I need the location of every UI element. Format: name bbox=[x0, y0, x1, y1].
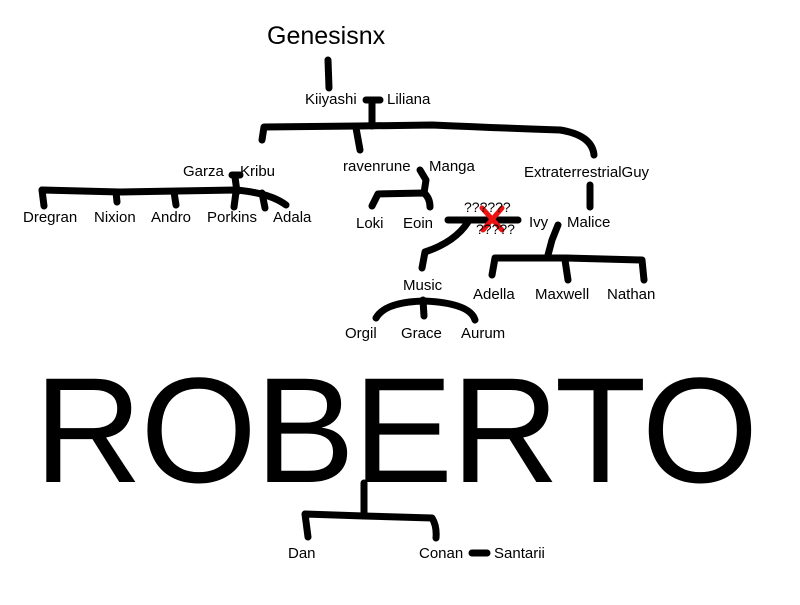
connector-to-dregran bbox=[38, 186, 48, 210]
person-eoin: Eoin bbox=[403, 215, 434, 232]
connector-root bbox=[324, 56, 333, 92]
person-porkins: Porkins bbox=[207, 209, 258, 226]
person-dan: Dan bbox=[288, 545, 316, 562]
person-dregran: Dregran bbox=[23, 209, 78, 226]
person-loki: Loki bbox=[356, 215, 384, 232]
person-grace: Grace bbox=[401, 325, 442, 342]
cross-mark-icon bbox=[479, 205, 505, 233]
person-maxwell: Maxwell bbox=[535, 286, 590, 303]
person-conan: Conan bbox=[419, 545, 464, 562]
connector-couple-3 bbox=[416, 166, 430, 197]
connector-couple-4-drop bbox=[544, 221, 562, 259]
unknown-partner-label: ?????? bbox=[464, 199, 511, 215]
person-ivy: Ivy bbox=[529, 214, 549, 231]
connector-couple-1-branch bbox=[258, 121, 598, 159]
person-nathan: Nathan bbox=[607, 286, 656, 303]
connector-to-grace bbox=[419, 296, 428, 320]
person-malice: Malice bbox=[567, 214, 611, 231]
connector-to-porkins bbox=[230, 188, 240, 211]
connector-to-ravenrune bbox=[352, 124, 364, 154]
person-orgil: Orgil bbox=[345, 325, 377, 342]
connector-to-nixion bbox=[112, 188, 121, 206]
person-aurum: Aurum bbox=[461, 325, 506, 342]
person-kiiyashi: Kiiyashi bbox=[305, 91, 357, 108]
person-ravenrune: ravenrune bbox=[343, 158, 411, 175]
person-adella: Adella bbox=[473, 286, 515, 303]
connector-couple-2-branch bbox=[38, 186, 290, 209]
unknown-partner-label-lower: ????? bbox=[476, 221, 515, 237]
person-roberto: ROBERTO bbox=[34, 346, 758, 514]
person-music: Music bbox=[403, 277, 443, 294]
person-manga: Manga bbox=[429, 158, 475, 175]
person-santarii: Santarii bbox=[494, 545, 545, 562]
person-kribu: Kribu bbox=[240, 163, 276, 180]
connector-to-maxwell bbox=[561, 256, 572, 284]
person-garza: Garza bbox=[183, 163, 224, 180]
person-andro: Andro bbox=[151, 209, 192, 226]
connector-roberto-branch bbox=[301, 510, 440, 542]
person-liliana: Liliana bbox=[387, 91, 431, 108]
connector-to-andro bbox=[170, 188, 180, 209]
person-genesisnx: Genesisnx bbox=[267, 22, 386, 50]
person-extraterrestrialguy: ExtraterrestrialGuy bbox=[524, 164, 650, 181]
connector-to-adala bbox=[258, 189, 269, 212]
connector-couple-3-branch bbox=[368, 189, 434, 211]
connector-to-music bbox=[418, 218, 472, 272]
person-adala: Adala bbox=[273, 209, 312, 226]
person-nixion: Nixion bbox=[94, 209, 136, 226]
